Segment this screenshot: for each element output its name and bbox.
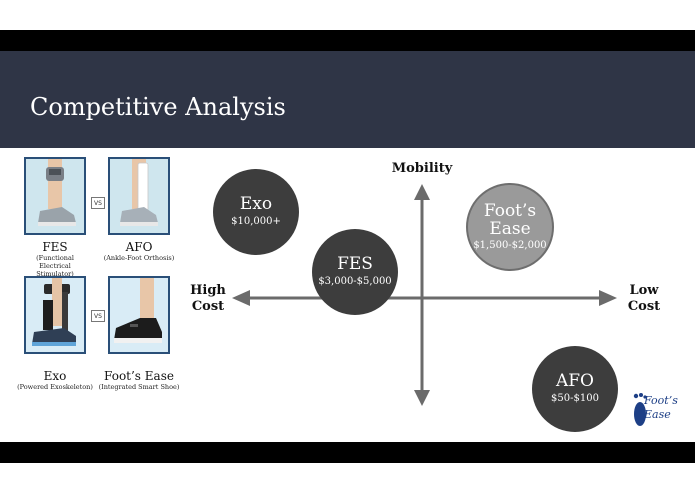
bubble-fes-price: $3,000-$5,000 xyxy=(318,276,392,287)
product-subtitle-afo: (Ankle-Foot Orthosis) xyxy=(103,254,175,262)
exo-image xyxy=(24,276,86,354)
product-subtitle-footsease: (Integrated Smart Shoe) xyxy=(98,383,180,391)
axis-label-low-cost-text: Low Cost xyxy=(627,283,661,314)
bubble-exo: Exo $10,000+ xyxy=(213,169,299,255)
vs-badge-bottom: VS xyxy=(91,310,105,322)
product-label-afo: AFO xyxy=(125,240,153,254)
bottom-letterbox-bar xyxy=(0,442,695,463)
axis-arrow-right xyxy=(599,290,617,306)
product-label-fes: FES xyxy=(42,240,68,254)
axis-label-high-cost-text: High Cost xyxy=(190,283,226,314)
fes-image xyxy=(24,157,86,235)
product-subtitle-exo: (Powered Exoskeleton) xyxy=(17,383,93,391)
bubble-fes-name: FES xyxy=(337,254,373,274)
bubble-fes: FES $3,000-$5,000 xyxy=(312,229,398,315)
bubble-afo: AFO $50-$100 xyxy=(532,346,618,432)
logo-text: Foot’s Ease xyxy=(644,394,678,421)
bubble-exo-price: $10,000+ xyxy=(231,216,281,227)
bubble-footsease-price: $1,500-$2,000 xyxy=(473,239,547,251)
slide-title: Competitive Analysis xyxy=(30,93,286,121)
product-label-exo: Exo xyxy=(43,369,67,383)
bubble-afo-price: $50-$100 xyxy=(551,393,599,404)
axis-arrow-left xyxy=(232,290,250,306)
product-label-footsease: Foot’s Ease xyxy=(104,369,174,383)
axis-label-low-cost: Low Cost xyxy=(622,283,666,315)
title-banner xyxy=(0,51,695,148)
axis-label-mobility: Mobility xyxy=(391,161,453,176)
axis-arrow-down xyxy=(414,390,430,406)
footsease-logo: Foot’s Ease xyxy=(632,392,684,432)
bubble-footsease: Foot’s Ease $1,500-$2,000 xyxy=(466,183,554,271)
footsease-image xyxy=(108,276,170,354)
top-letterbox-bar xyxy=(0,30,695,51)
bubble-exo-name: Exo xyxy=(239,194,273,214)
bubble-footsease-name: Foot’s Ease xyxy=(483,200,537,239)
product-subtitle-fes: (Functional Electrical Stimulator) xyxy=(36,254,74,278)
bubble-afo-name: AFO xyxy=(555,371,594,391)
afo-image xyxy=(108,157,170,235)
axis-arrow-up xyxy=(414,184,430,200)
axis-label-high-cost: High Cost xyxy=(186,283,230,315)
vs-badge-top: VS xyxy=(91,197,105,209)
